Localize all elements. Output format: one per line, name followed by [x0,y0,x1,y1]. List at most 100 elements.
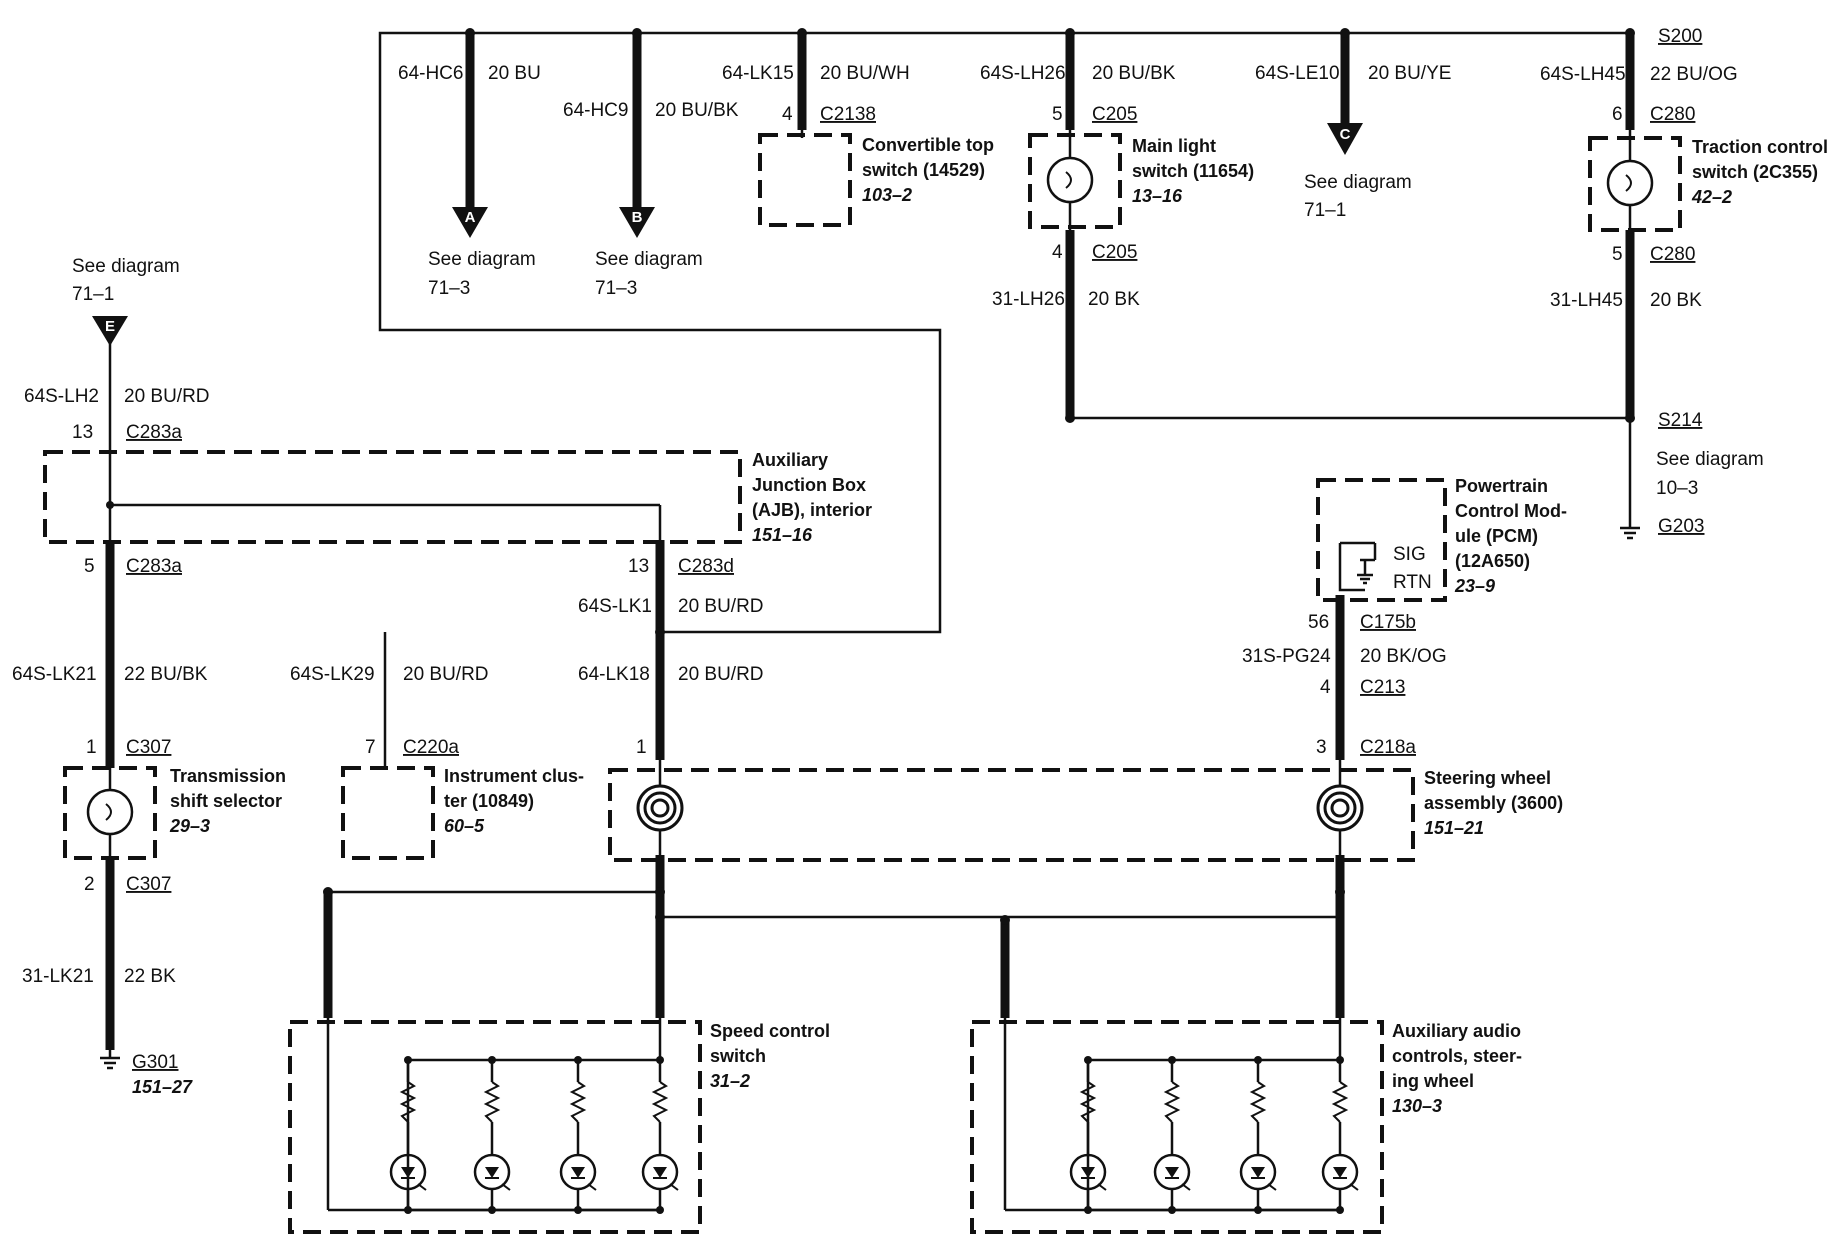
connector-c280-in: C280 [1650,104,1695,125]
resistor-icon [1331,1081,1349,1123]
resistor-icon [483,1081,501,1123]
convertible-top-switch-box [758,133,852,227]
wire-color-64s-lk29: 20 BU/RD [403,664,489,685]
wire-label-64s-lk21: 64S-LK21 [12,664,97,685]
wire-label-31-lk21: 31-LK21 [22,966,94,987]
connector-ids: S200 C2138 C205 C205 C280 C280 S214 G203… [126,26,1704,1073]
svg-text:RTN: RTN [1393,572,1432,593]
svg-text:10–3: 10–3 [1656,478,1698,499]
svg-text:ule (PCM): ule (PCM) [1455,526,1538,546]
connector-c283d: C283d [678,556,734,577]
svg-text:5: 5 [1612,244,1623,265]
svg-text:42–2: 42–2 [1691,187,1732,207]
svg-text:4: 4 [782,104,793,125]
arrow-a: A [452,207,488,238]
connector-c2138: C2138 [820,104,876,125]
svg-text:60–5: 60–5 [444,816,485,836]
svg-text:Speed control: Speed control [710,1021,830,1041]
svg-text:ter (10849): ter (10849) [444,791,534,811]
connector-c283a-out: C283a [126,556,182,577]
wire-color-64s-lh45: 22 BU/OG [1650,64,1738,85]
svg-text:switch (11654): switch (11654) [1132,161,1254,181]
svg-text:See diagram: See diagram [428,249,536,270]
connector-c307-out: C307 [126,874,171,895]
svg-text:switch (2C355): switch (2C355) [1692,162,1818,182]
svg-text:Steering wheel: Steering wheel [1424,768,1551,788]
connector-c205-in: C205 [1092,104,1137,125]
ground-g301: G301 [132,1052,178,1073]
wire-label-64-lk15: 64-LK15 [722,63,794,84]
svg-text:controls, steer-: controls, steer- [1392,1046,1522,1066]
arrow-e: E [92,316,128,346]
pcm-box [1316,478,1447,602]
svg-text:See diagram: See diagram [72,256,180,277]
svg-text:Traction control: Traction control [1692,137,1828,157]
connector-c280-out: C280 [1650,244,1695,265]
component-boxes [43,133,1682,1234]
main-light-switch-box [1028,133,1122,229]
connector-c213: C213 [1360,677,1405,698]
svg-text:Instrument clus-: Instrument clus- [444,766,584,786]
svg-text:31–2: 31–2 [710,1071,750,1091]
svg-text:shift selector: shift selector [170,791,282,811]
svg-text:5: 5 [84,556,95,577]
see-diagram-refs: See diagram 71–3 See diagram 71–3 See di… [72,172,1764,499]
svg-text:1: 1 [86,737,97,758]
svg-text:Main light: Main light [1132,136,1216,156]
svg-text:130–3: 130–3 [1392,1096,1442,1116]
svg-text:(12A650): (12A650) [1455,551,1530,571]
svg-text:151–16: 151–16 [752,525,813,545]
wire-color-31-lh45: 20 BK [1650,290,1702,311]
wire-label-64-lk18: 64-LK18 [578,664,650,685]
wire-color-64s-lh2: 20 BU/RD [124,386,210,407]
thick-wires [105,33,1635,1050]
wire-color-64s-lk1: 20 BU/RD [678,596,764,617]
wire-color-64-hc9: 20 BU/BK [655,100,739,121]
wire-label-31-lh45: 31-LH45 [1550,290,1623,311]
resistor-icon [651,1081,669,1123]
svg-text:ing wheel: ing wheel [1392,1071,1474,1091]
connector-c218a: C218a [1360,737,1416,758]
svg-text:assembly (3600): assembly (3600) [1424,793,1563,813]
svg-text:4: 4 [1052,242,1063,263]
svg-text:Transmission: Transmission [170,766,286,786]
aux-audio-circuit [1003,1018,1359,1214]
wire-color-64s-le10: 20 BU/YE [1368,63,1451,84]
connector-c205-out: C205 [1092,242,1137,263]
speed-control-circuit [326,1018,679,1214]
wire-color-64-hc6: 20 BU [488,63,541,84]
speed-control-switch-box [288,1020,702,1234]
svg-text:3: 3 [1316,737,1327,758]
svg-text:B: B [632,209,643,226]
wire-label-64-hc6: 64-HC6 [398,63,463,84]
connector-c307-in: C307 [126,737,171,758]
pcm-ground-icon [1340,541,1377,585]
resistor-icon [1249,1081,1267,1123]
svg-text:151–21: 151–21 [1424,818,1484,838]
bus-wire-left [378,31,942,634]
wire-color-31s-pg24: 20 BK/OG [1360,646,1447,667]
svg-text:switch: switch [710,1046,766,1066]
svg-text:Convertible top: Convertible top [862,135,994,155]
svg-text:5: 5 [1052,104,1063,125]
svg-text:See diagram: See diagram [1304,172,1412,193]
svg-text:SIG: SIG [1393,544,1426,565]
pcm-internal-wire [1338,543,1365,592]
arrow-b: B [619,207,655,238]
resistor-icon [399,1081,417,1123]
svg-text:103–2: 103–2 [862,185,912,205]
svg-text:C: C [1340,126,1351,143]
wire-color-31-lk21: 22 BK [124,966,176,987]
svg-text:See diagram: See diagram [1656,449,1764,470]
wire-label-64s-lk1: 64S-LK1 [578,596,652,617]
svg-text:Control Mod-: Control Mod- [1455,501,1567,521]
wire-label-64s-le10: 64S-LE10 [1255,63,1340,84]
wire-color-31-lh26: 20 BK [1088,289,1140,310]
aux-audio-controls-box [970,1020,1384,1234]
connector-c175b: C175b [1360,612,1416,633]
svg-text:1: 1 [636,737,647,758]
component-labels: Convertible top switch (14529) 103–2 Mai… [132,135,1828,1116]
svg-text:Powertrain: Powertrain [1455,476,1548,496]
